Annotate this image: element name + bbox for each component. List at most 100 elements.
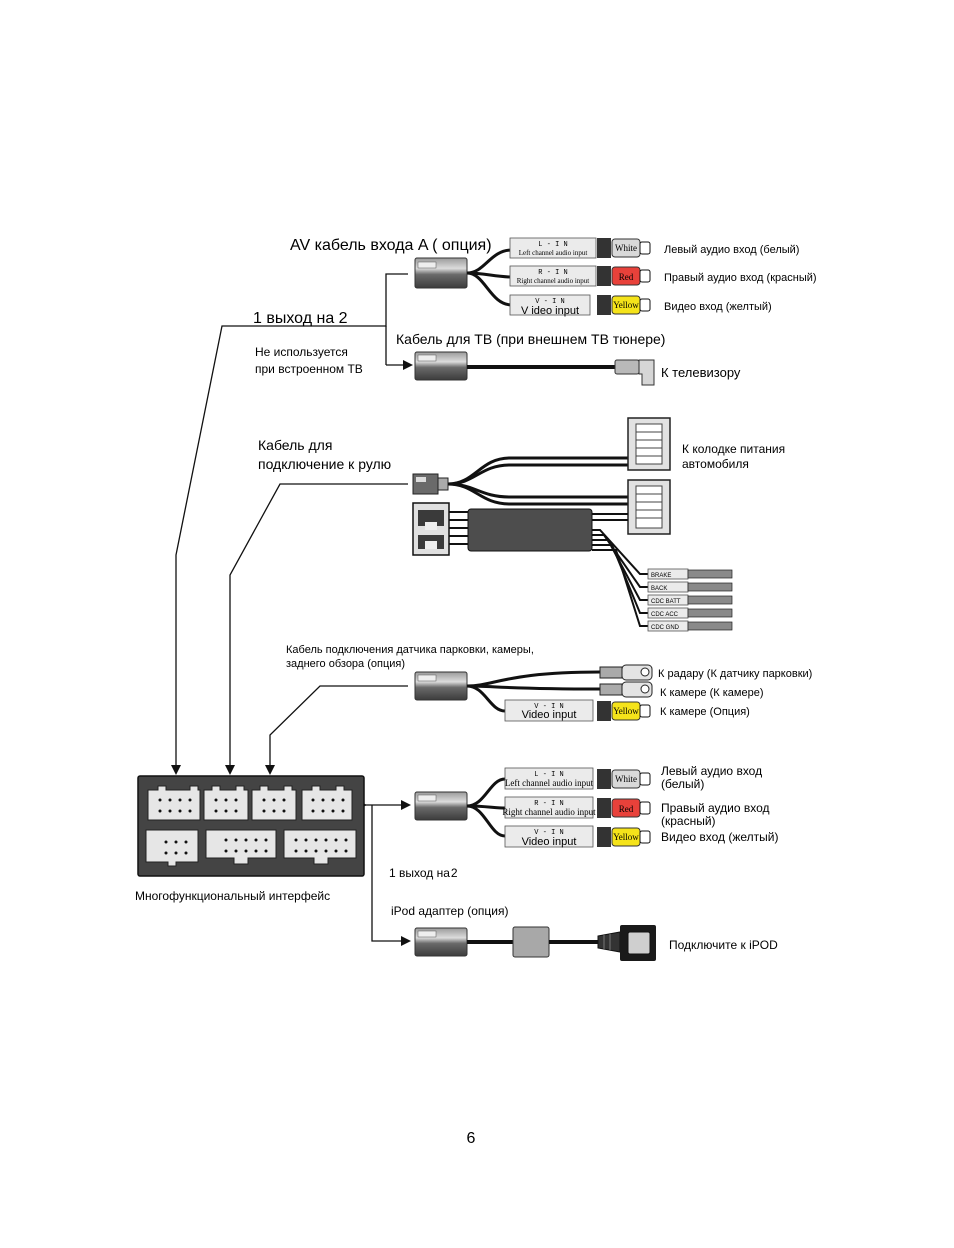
socket-7 <box>283 829 357 865</box>
radar-end-label: К радару (К датчику парковки) <box>658 668 812 680</box>
socket-3 <box>251 785 297 821</box>
harness-fan-wires <box>592 513 648 627</box>
power-wires <box>447 456 632 506</box>
steering-title-line2: подключение к рулю <box>258 456 391 472</box>
av-a-right-label: Правый аудио вход (красный) <box>664 272 817 284</box>
av-a-video-code: V - I N <box>535 298 564 306</box>
splitter-note-line1: Не используется <box>255 345 348 359</box>
parking-title-line1: Кабель подключения датчика парковки, кам… <box>286 644 534 656</box>
svg-text:CDC ACC: CDC ACC <box>651 612 679 618</box>
av-b-left-label-2: (белый) <box>661 777 704 791</box>
camera-video-row: V - I N Video input Yellow К камере (Опц… <box>504 699 750 722</box>
svg-text:Left channel audio input: Left channel audio input <box>505 778 594 788</box>
camera-plug-icon <box>599 681 653 698</box>
feed-line-splitter-top <box>171 273 408 775</box>
socket-4 <box>301 785 353 821</box>
svg-text:V - I N: V - I N <box>534 703 563 711</box>
svg-text:Red: Red <box>619 804 634 814</box>
svg-text:Right channel audio input: Right channel audio input <box>502 807 596 817</box>
splitter-label-bottom: 1 выход на2 <box>389 866 458 880</box>
tv-cable-title: Кабель для ТВ (при внешнем ТВ тюнере) <box>396 331 665 347</box>
wire-tag-cdc-gnd: CDC GND <box>647 620 733 632</box>
radar-plug-icon <box>599 664 653 681</box>
av-a-row-video: V - I N V ideo input Yellow Видео вход (… <box>509 294 772 317</box>
power-socket-bottom <box>627 479 671 535</box>
svg-text:Video input: Video input <box>522 836 577 848</box>
svg-text:Yellow: Yellow <box>613 832 639 842</box>
av-cable-a-connector <box>414 257 468 289</box>
tv-end-label: К телевизору <box>661 365 741 380</box>
av-a-video-desc: V ideo input <box>521 305 579 317</box>
feed-line-ipod <box>371 805 411 946</box>
svg-text:BRAKE: BRAKE <box>651 573 671 579</box>
page-number: 6 <box>467 1130 476 1147</box>
power-label-line2: автомобиля <box>682 457 749 471</box>
main-interface-label: Многофункциональный интерфейс <box>135 889 330 903</box>
av-a-left-code: L - I N <box>538 241 567 249</box>
power-label-line1: К колодке питания <box>682 442 785 456</box>
av-b-left-label-1: Левый аудио вход <box>661 764 762 778</box>
wire-tag-cdc-acc: CDC ACC <box>647 607 733 619</box>
wire-tag-cdc-batt: CDC BATT <box>647 594 733 606</box>
power-wire-tags: BRAKE BACK CDC BATT CDC ACC CDC GND <box>647 568 733 632</box>
av-cable-b-wires <box>466 777 506 838</box>
av-b-right-label-1: Правый аудио вход <box>661 801 770 815</box>
tv-cable-connector <box>414 351 468 381</box>
ipod-connector <box>414 927 468 957</box>
svg-text:White: White <box>615 774 637 784</box>
tv-plug-icon <box>614 359 655 386</box>
socket-6 <box>205 829 277 865</box>
av-a-left-label: Левый аудио вход (белый) <box>664 244 799 256</box>
parking-title-line2: заднего обзора (опция) <box>286 658 405 670</box>
parking-connector <box>414 671 468 701</box>
camera-end-label: К камере (К камере) <box>660 687 764 699</box>
steering-title-line1: Кабель для <box>258 437 332 453</box>
splitter-note-line2: при встроенном ТВ <box>255 362 363 376</box>
power-socket-top <box>627 417 671 471</box>
socket-1 <box>147 785 201 821</box>
parking-wires <box>466 670 601 713</box>
feed-line-parking <box>265 685 408 775</box>
svg-text:CDC BATT: CDC BATT <box>651 599 681 605</box>
av-a-video-label: Видео вход (желтый) <box>664 301 772 313</box>
wire-tag-back: BACK <box>647 581 733 593</box>
av-b-row-video: V - I N Video input Yellow Видео вход (ж… <box>504 825 779 848</box>
ipod-adapter-box <box>512 926 550 958</box>
av-a-left-desc: Left channel audio input <box>519 249 588 257</box>
wire-tag-brake: BRAKE <box>647 568 733 580</box>
av-a-right-desc: Right channel audio input <box>517 277 590 285</box>
feed-lines <box>171 273 413 946</box>
socket-2 <box>203 785 249 821</box>
svg-text:R - I N: R - I N <box>534 800 563 808</box>
steering-connector <box>412 473 449 495</box>
av-b-row-left: L - I N Left channel audio input White Л… <box>504 764 762 791</box>
av-a-row-right: R - I N Right channel audio input Red Пр… <box>509 265 817 287</box>
av-cable-a-title: AV кабель входа A ( опция) <box>290 237 492 254</box>
svg-text:BACK: BACK <box>651 586 667 592</box>
av-cable-b-connector <box>414 791 468 821</box>
av-a-right-plug: Red <box>619 272 634 282</box>
svg-text:Video input: Video input <box>522 709 577 721</box>
splitter-label-top: 1 выход на 2 <box>253 310 348 327</box>
harness-block <box>412 502 593 556</box>
av-cable-a-wires <box>466 248 513 307</box>
ipod-dock-plug-icon <box>597 925 656 961</box>
feed-line-steering <box>225 483 408 775</box>
svg-text:К камере (Опция): К камере (Опция) <box>660 706 750 718</box>
av-a-left-plug: White <box>615 243 637 253</box>
av-a-video-plug: Yellow <box>613 300 639 310</box>
av-b-right-label-2: (красный) <box>661 814 716 828</box>
svg-text:Yellow: Yellow <box>613 706 639 716</box>
av-b-video-label: Видео вход (желтый) <box>661 830 779 844</box>
ipod-title: iPod адаптер (опция) <box>391 904 508 918</box>
socket-5 <box>145 829 199 867</box>
svg-text:CDC GND: CDC GND <box>651 625 680 631</box>
svg-text:L - I N: L - I N <box>534 771 563 779</box>
av-a-right-code: R - I N <box>538 269 567 277</box>
ipod-end-label: Подключите к iPOD <box>669 938 778 952</box>
svg-text:V - I N: V - I N <box>534 829 563 837</box>
multifunction-interface <box>137 775 365 877</box>
av-a-row-left: L - I N Left channel audio input White Л… <box>509 237 799 259</box>
av-b-row-right: R - I N Right channel audio input Red Пр… <box>502 796 770 828</box>
